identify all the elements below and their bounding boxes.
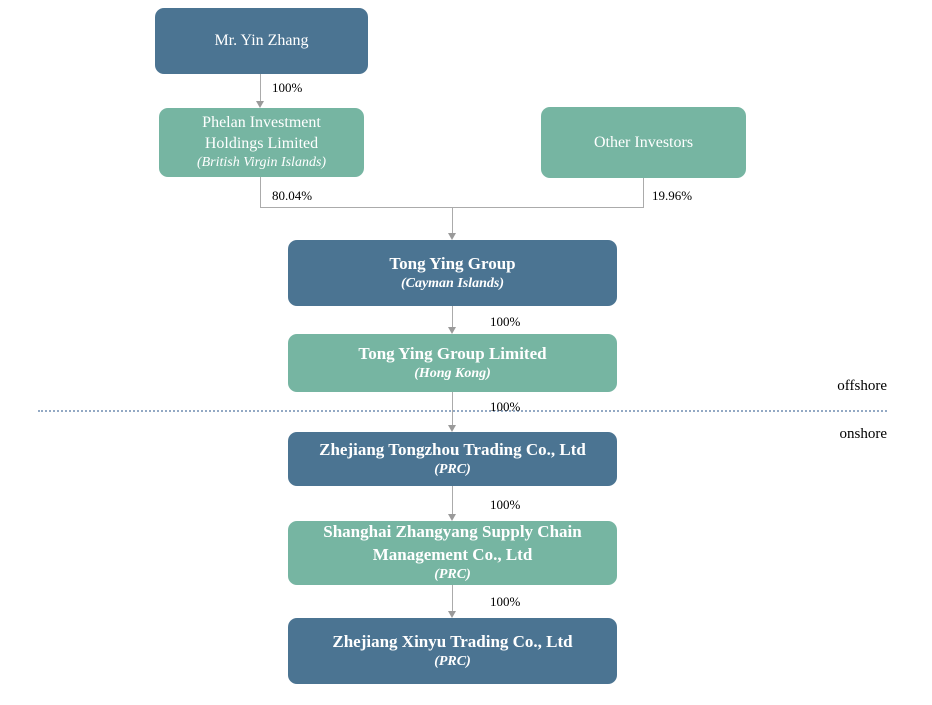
node-jurisdiction: (PRC)	[434, 461, 471, 477]
arrow-down-icon	[448, 233, 456, 240]
offshore-onshore-divider	[38, 410, 887, 412]
node-jurisdiction: (British Virgin Islands)	[196, 155, 327, 171]
edge-label-yin-to-phelan: 100%	[272, 80, 303, 95]
node-jurisdiction: (Hong Kong)	[414, 365, 491, 381]
node-zhejiang-tongzhou-trading: Zhejiang Tongzhou Trading Co., Ltd (PRC)	[288, 432, 617, 486]
node-jurisdiction: (PRC)	[434, 567, 471, 583]
node-other-investors: Other Investors	[541, 107, 746, 178]
node-zhejiang-xinyu-trading: Zhejiang Xinyu Trading Co., Ltd (PRC)	[288, 618, 617, 684]
node-phelan-investment-holdings: Phelan Investment Holdings Limited (Brit…	[159, 108, 364, 177]
node-title: Tong Ying Group	[389, 253, 516, 273]
edge-label-hk-to-tongzhou: 100%	[490, 399, 521, 414]
node-title: Zhejiang Xinyu Trading Co., Ltd	[332, 631, 573, 651]
edge-label-other-to-group: 19.96%	[652, 188, 693, 203]
edge-label-tongzhou-to-zhangyang: 100%	[490, 497, 521, 512]
edge-label-group-to-hk: 100%	[490, 314, 521, 329]
node-jurisdiction: (PRC)	[434, 653, 471, 669]
node-jurisdiction: (Cayman Islands)	[400, 275, 505, 291]
arrow-down-icon	[256, 101, 264, 108]
edge-group-to-hk-line	[452, 306, 453, 328]
node-shanghai-zhangyang-supply-chain: Shanghai Zhangyang Supply Chain Manageme…	[288, 521, 617, 585]
arrow-down-icon	[448, 514, 456, 521]
node-title: Mr. Yin Zhang	[214, 32, 309, 50]
onshore-label: onshore	[839, 426, 888, 442]
node-mr-yin-zhang: Mr. Yin Zhang	[155, 8, 368, 74]
node-title: Tong Ying Group Limited	[358, 343, 547, 363]
node-tong-ying-group-limited: Tong Ying Group Limited (Hong Kong)	[288, 334, 617, 392]
edge-label-zhangyang-to-xinyu: 100%	[490, 594, 521, 609]
arrow-down-icon	[448, 611, 456, 618]
offshore-label: offshore	[837, 378, 887, 394]
edge-yin-to-phelan-line	[260, 74, 261, 104]
node-title: Other Investors	[593, 133, 694, 151]
edge-phelan-down-line	[260, 177, 261, 207]
node-title-line2: Management Co., Ltd	[372, 544, 533, 564]
edge-zhangyang-to-xinyu-line	[452, 585, 453, 612]
node-title: Zhejiang Tongzhou Trading Co., Ltd	[319, 439, 586, 459]
node-tong-ying-group: Tong Ying Group (Cayman Islands)	[288, 240, 617, 306]
node-title: Shanghai Zhangyang Supply Chain	[323, 522, 582, 542]
edge-tongzhou-to-zhangyang-line	[452, 486, 453, 515]
edge-other-down-line	[643, 178, 644, 207]
edge-junction-to-group-line	[452, 207, 453, 234]
arrow-down-icon	[448, 425, 456, 432]
node-title-line2: Holdings Limited	[204, 135, 319, 153]
arrow-down-icon	[448, 327, 456, 334]
edge-label-phelan-to-group: 80.04%	[272, 188, 313, 203]
edge-hk-to-tongzhou-line	[452, 392, 453, 426]
node-title: Phelan Investment	[202, 114, 321, 132]
